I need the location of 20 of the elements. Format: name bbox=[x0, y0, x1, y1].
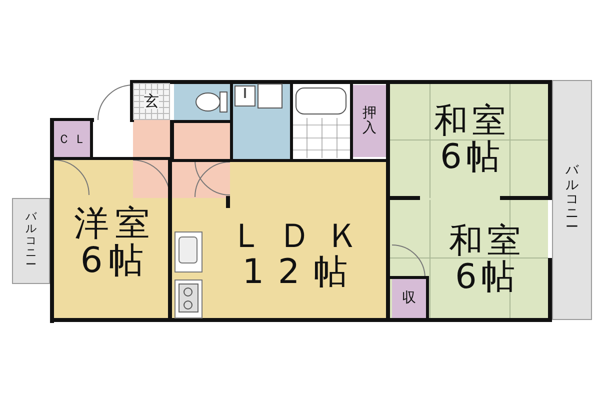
room-size: 6帖 bbox=[80, 242, 150, 280]
room-name: ＬＤＫ bbox=[230, 219, 374, 255]
room-name: 収 bbox=[402, 291, 416, 306]
storage-area bbox=[54, 121, 90, 157]
room-size: 12帖 bbox=[242, 255, 362, 291]
balcony-area bbox=[12, 198, 50, 284]
room-name: 玄 bbox=[144, 94, 159, 110]
storage-area bbox=[133, 83, 170, 120]
storage-area bbox=[392, 279, 426, 318]
room-name: ＣＬ bbox=[58, 132, 90, 146]
room-name: バルコニー bbox=[26, 210, 36, 272]
room-name: 和室 bbox=[449, 224, 525, 260]
room-name: 和室 bbox=[434, 104, 510, 140]
room-size: 6帖 bbox=[440, 140, 504, 176]
room-name: 洋室 bbox=[74, 206, 156, 242]
balcony-area bbox=[552, 80, 592, 320]
room-name: バルコニー bbox=[566, 164, 578, 236]
room-size: 6帖 bbox=[455, 260, 519, 296]
room-name: 押入 bbox=[362, 106, 376, 136]
storage-area bbox=[353, 85, 386, 157]
